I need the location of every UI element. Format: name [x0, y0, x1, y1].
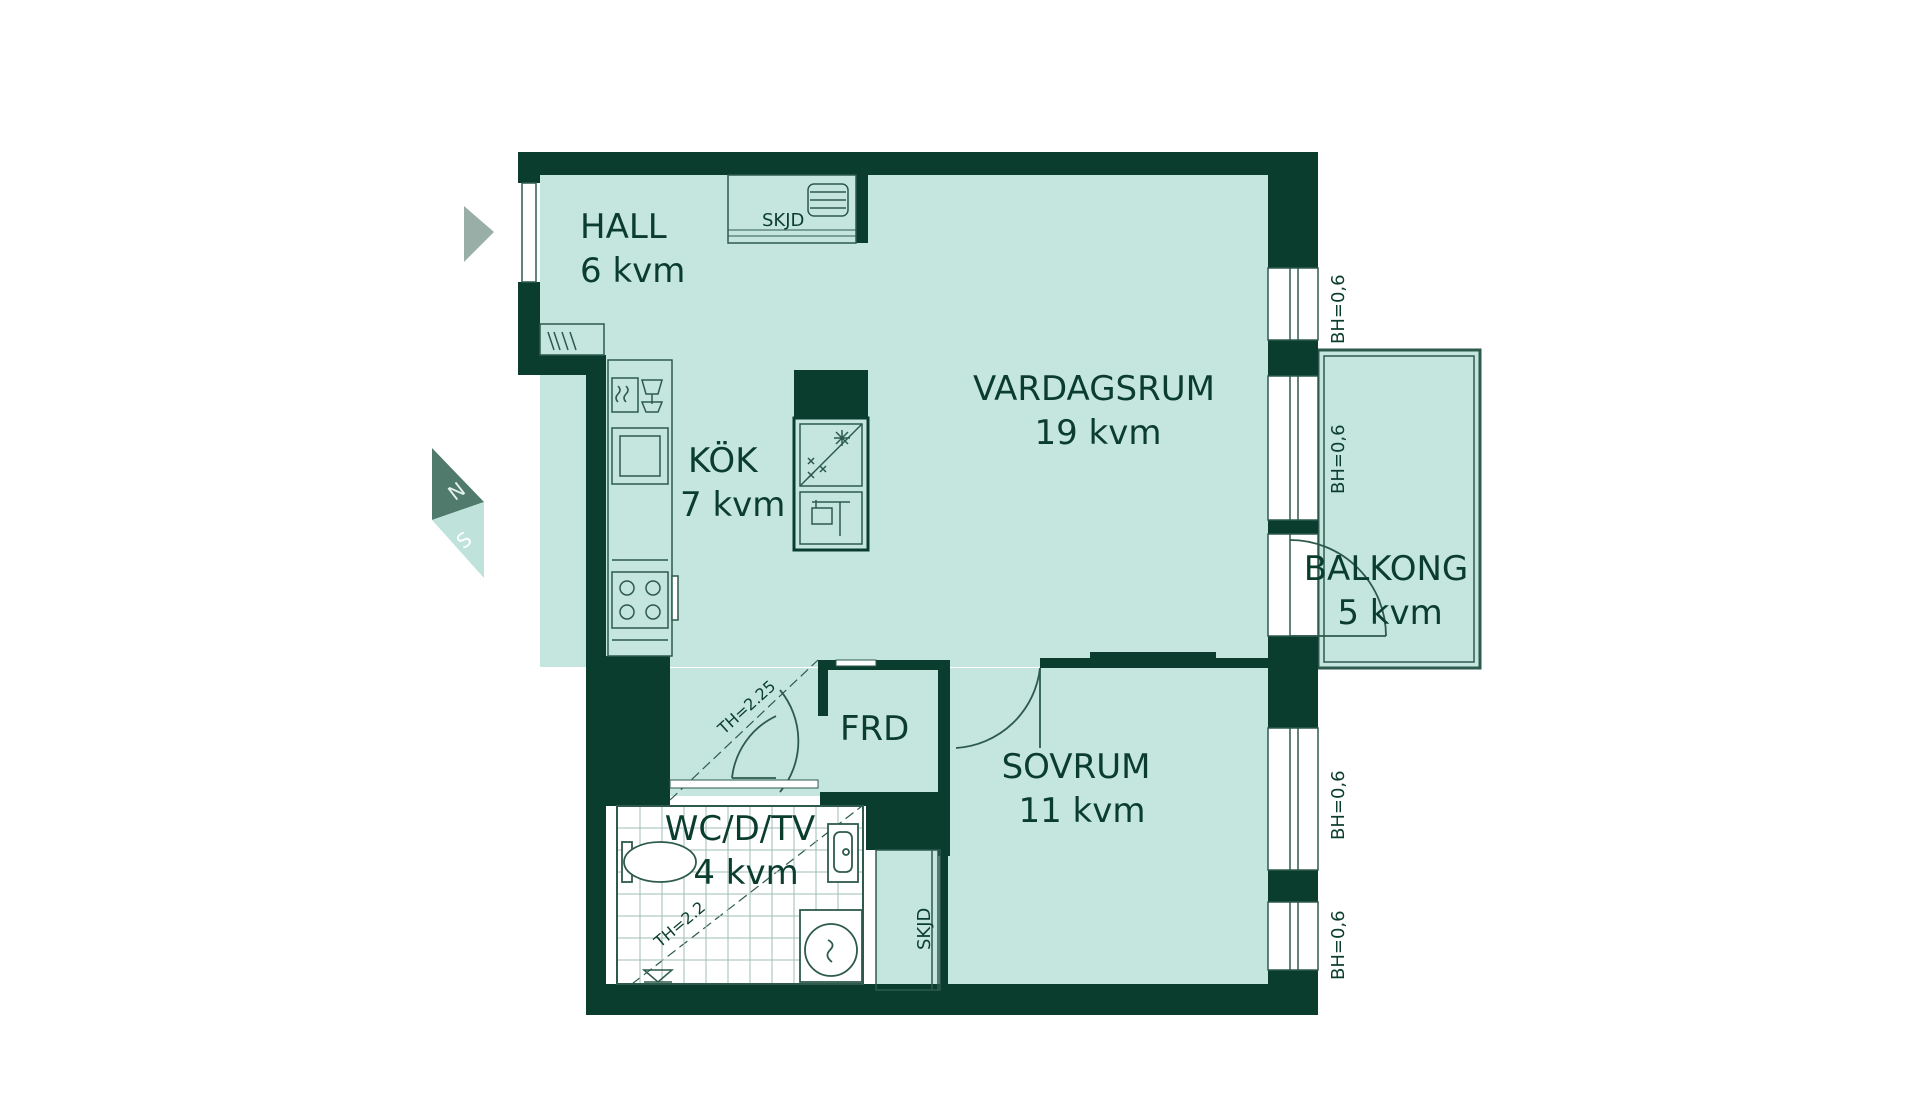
- wall-bottom: [586, 984, 1318, 1015]
- fridge-icon: [611, 427, 669, 485]
- entry-arrow-icon: [464, 206, 494, 262]
- wc-ceiling-boundary: [631, 805, 863, 985]
- island-top: [794, 370, 868, 418]
- hall-wardrobe: [727, 174, 857, 244]
- wall-right-lower: [1268, 636, 1318, 728]
- bedroom-wardrobe-floor: [876, 850, 940, 990]
- wc-name: WC/D/TV: [665, 809, 815, 849]
- hall-area: 6 kvm: [580, 251, 685, 291]
- walls: [518, 152, 1318, 1015]
- sovrum-name: SOVRUM: [1002, 747, 1151, 787]
- balcony-floor: [1316, 348, 1482, 670]
- shoe-rack: [539, 323, 605, 356]
- frd-floor: [670, 668, 938, 796]
- wall-left-kitchen-core: [586, 656, 670, 806]
- wall-right-pier: [1268, 520, 1318, 534]
- sovrum-area: 11 kvm: [1018, 791, 1145, 831]
- hall-wardrobe-label: SKJD: [762, 210, 804, 231]
- wall-right-mid: [1268, 340, 1318, 376]
- wall-frd-left: [818, 660, 828, 716]
- wall-right-pier2: [1268, 870, 1318, 902]
- kok-area: 7 kvm: [680, 485, 785, 525]
- window-label-3: BH=0,6: [1328, 770, 1349, 840]
- washbasin-icon: [827, 823, 859, 883]
- vardagsrum-area: 19 kvm: [1034, 413, 1161, 453]
- wall-left-hall: [518, 282, 540, 374]
- bedroom-floor: [948, 668, 1268, 990]
- vardagsrum-name: VARDAGSRUM: [973, 369, 1215, 409]
- bedroom-radiator: [1090, 652, 1216, 658]
- sink-icon: [611, 377, 664, 413]
- toilet-icon: [621, 841, 697, 883]
- balkong-name: BALKONG: [1304, 549, 1469, 589]
- wall-right-bottom: [1268, 970, 1318, 1015]
- wall-left-upper: [518, 175, 540, 183]
- balcony-door-swing: [1289, 539, 1387, 637]
- radiator-icon: [807, 183, 849, 217]
- window-2: [1267, 375, 1319, 521]
- bedroom-wardrobe-label: SKJD: [914, 908, 935, 950]
- balcony-rail: [1323, 355, 1475, 663]
- bedroom-wardrobe: [875, 849, 941, 991]
- frd-name: FRD: [840, 709, 909, 749]
- windows: [1267, 267, 1319, 971]
- wall-bedroom-top: [1040, 658, 1268, 668]
- wc-door-swing: [731, 715, 777, 779]
- door-swings: [731, 539, 1387, 793]
- window-4: [1267, 901, 1319, 971]
- washing-machine-icon: [799, 909, 863, 983]
- kitchen-counter: [607, 359, 679, 657]
- wall-hall-closet-right: [856, 175, 868, 243]
- balkong-area: 5 kvm: [1337, 593, 1442, 633]
- window-label-1: BH=0,6: [1328, 274, 1349, 344]
- bedroom-door-swing: [955, 667, 1041, 749]
- hob-icon: [611, 571, 669, 629]
- window-3: [1267, 727, 1319, 871]
- wall-hall-bottom: [518, 355, 606, 375]
- wall-frd-top: [826, 660, 948, 670]
- room-labels: HALL 6 kvm KÖK 7 kvm VARDAGSRUM 19 kvm B…: [580, 207, 1468, 893]
- hall-name: HALL: [580, 207, 667, 247]
- kok-name: KÖK: [688, 440, 759, 481]
- window-1: [1267, 267, 1319, 341]
- dishwasher-icon: [799, 491, 863, 545]
- entrance-door: [521, 182, 537, 283]
- window-label-2: BH=0,6: [1328, 424, 1349, 494]
- frd-threshold: [835, 659, 877, 667]
- oven-icon: [799, 423, 863, 487]
- wall-wardrobe-right: [940, 850, 948, 990]
- wc-threshold: [669, 779, 819, 789]
- ceiling-height-boundary: [669, 659, 819, 801]
- wc-frame: [616, 805, 864, 985]
- window-label-4: BH=0,6: [1328, 910, 1349, 980]
- wc-area: 4 kvm: [693, 853, 798, 893]
- wall-frd-bottom: [820, 792, 938, 806]
- balcony-door: [1267, 533, 1319, 637]
- kitchen-island: [792, 416, 870, 552]
- compass-icon: N S: [432, 448, 484, 578]
- wall-top: [518, 152, 1318, 175]
- wall-right-top: [1268, 152, 1318, 268]
- floor-drain-icon: [641, 969, 675, 983]
